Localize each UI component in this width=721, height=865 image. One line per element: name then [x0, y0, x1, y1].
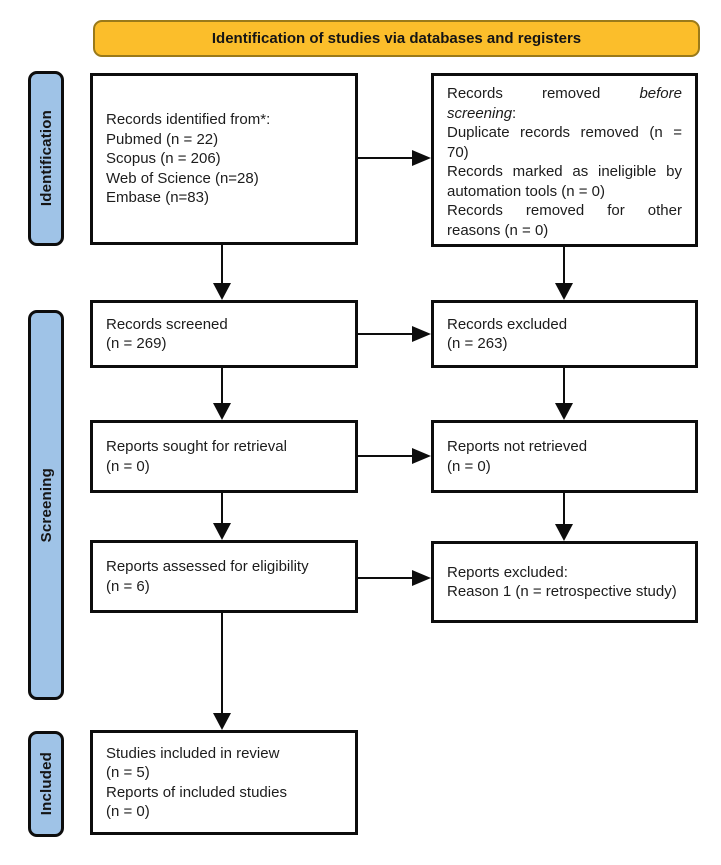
box-line: Pubmed (n = 22) — [106, 130, 219, 148]
stage-label-text: Screening — [37, 467, 55, 543]
arrow-not-retrieved-to-reports-excluded — [555, 493, 573, 541]
studies-included-box: Studies included in review (n = 5) Repor… — [90, 730, 358, 835]
arrow-assessed-to-included — [213, 613, 231, 730]
box-line: Embase (n=83) — [106, 189, 209, 207]
arrow-assessed-to-reports-excluded — [358, 570, 431, 586]
box-line: Studies included in review — [106, 744, 280, 762]
box-line: (n = 269) — [106, 335, 167, 352]
stage-label-screening: Screening — [28, 310, 64, 700]
records-screened-box: Records screened (n = 269) — [90, 300, 358, 368]
box-line: Records screened — [106, 315, 228, 333]
arrow-screened-to-sought — [213, 368, 231, 420]
box-line: Reports excluded: — [447, 563, 568, 581]
box-line: Records marked as ineligible by automati… — [447, 163, 682, 200]
box-line: (n = 5) — [106, 764, 150, 781]
arrow-identified-to-screened — [213, 245, 231, 300]
box-line: Records removed for other reasons (n = 0… — [447, 202, 682, 239]
box-line: (n = 0) — [106, 803, 150, 820]
reports-sought-box: Reports sought for retrieval (n = 0) — [90, 420, 358, 493]
records-identified-box: Records identified from*: Pubmed (n = 22… — [90, 73, 358, 245]
removed-line-post: : — [512, 104, 517, 122]
stage-label-identification: Identification — [28, 71, 64, 246]
box-line: Reports sought for retrieval — [106, 438, 287, 455]
stage-label-text: Included — [37, 752, 55, 816]
arrow-removed-to-excluded — [555, 247, 573, 300]
arrow-identified-to-removed — [358, 150, 431, 166]
records-removed-box: Records removed before screening: Duplic… — [431, 73, 698, 247]
box-line: Web of Science (n=28) — [106, 169, 259, 187]
reports-not-retrieved-box: Reports not retrieved (n = 0) — [431, 420, 698, 493]
reports-assessed-box: Reports assessed for eligibility (n = 6) — [90, 540, 358, 613]
arrow-sought-to-not-retrieved — [358, 448, 431, 464]
reports-excluded-box: Reports excluded: Reason 1 (n = retrospe… — [431, 541, 698, 623]
records-excluded-box: Records excluded (n = 263) — [431, 300, 698, 368]
box-line: Records excluded — [447, 315, 568, 333]
stage-label-text: Identification — [37, 110, 55, 207]
stage-label-included: Included — [28, 731, 64, 837]
arrow-screened-to-excluded — [358, 326, 431, 342]
arrow-excluded-to-not-retrieved — [555, 368, 573, 420]
box-line: Reports assessed for eligibility — [106, 558, 309, 575]
box-line: (n = 0) — [447, 457, 491, 475]
box-line: Reports not retrieved — [447, 438, 588, 455]
removed-line-italic: before screening — [447, 85, 682, 122]
box-line: (n = 6) — [106, 577, 150, 595]
banner-identification-via-databases: Identification of studies via databases … — [93, 20, 700, 57]
box-line: (n = 0) — [106, 457, 150, 475]
arrow-sought-to-assessed — [213, 493, 231, 540]
box-line: (n = 263) — [447, 335, 508, 352]
box-line: Records identified from*: — [106, 111, 271, 129]
box-line: Duplicate records removed (n = 70) — [447, 124, 682, 161]
removed-line-pre: Records removed — [447, 85, 640, 102]
box-line: Reason 1 (n = retrospective study) — [447, 583, 677, 600]
box-line: Reports of included studies — [106, 783, 287, 801]
box-line: Scopus (n = 206) — [106, 150, 221, 168]
box-line: Records removed before screening: — [447, 84, 682, 123]
